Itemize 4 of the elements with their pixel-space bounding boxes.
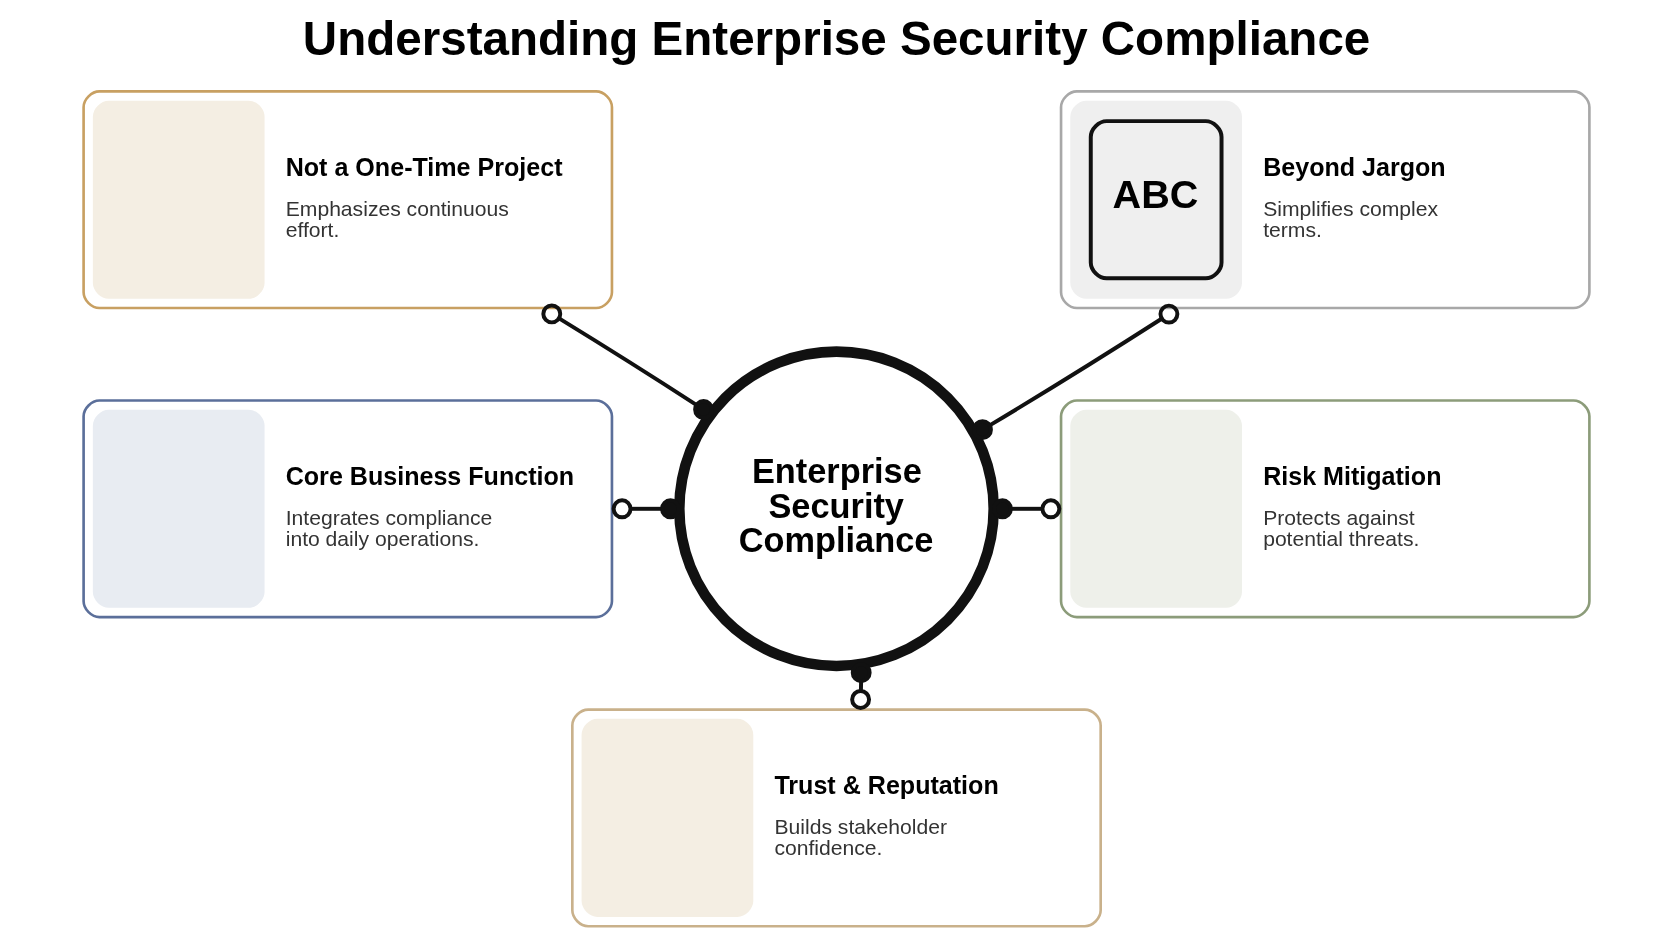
diagram-title: Understanding Enterprise Security Compliance [302, 12, 1370, 66]
connector [540, 303, 714, 420]
node-circle: Enterprise Security Compliance [673, 346, 999, 672]
connector [971, 303, 1179, 441]
